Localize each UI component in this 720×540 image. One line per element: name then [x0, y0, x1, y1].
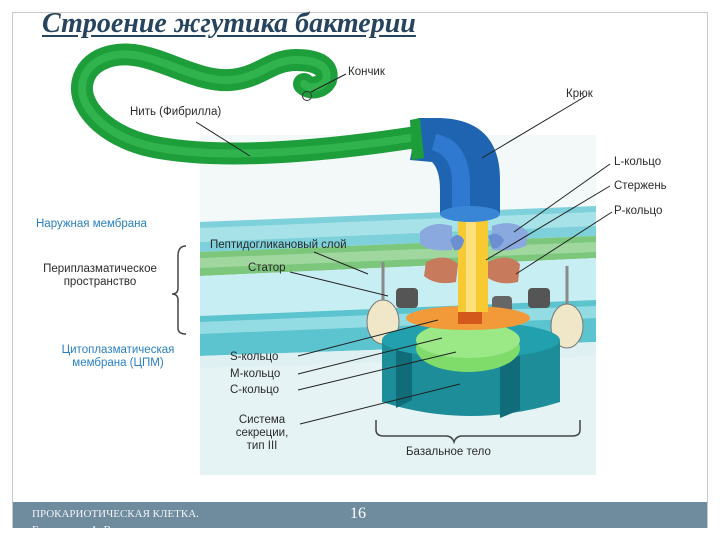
periplasm-bracket [171, 245, 187, 335]
label-p-ring: P-кольцо [614, 205, 663, 217]
l-ring-p-ring [420, 223, 528, 284]
label-secretion-line1: Система [238, 414, 286, 426]
label-outer-membrane: Наружная мембрана [36, 218, 147, 230]
label-periplasmic-line2: пространство [63, 276, 137, 288]
basal-body-bracket [375, 420, 581, 445]
label-cpm-line1: Цитоплазматическая [61, 344, 175, 356]
label-tip: Кончик [348, 66, 385, 78]
slide-footer [13, 502, 707, 528]
label-c-ring: C-кольцо [230, 384, 279, 396]
footer-author: Гарипулина А. В. [32, 524, 114, 528]
label-rod: Стержень [614, 180, 667, 192]
label-secretion-line2: секреции, [235, 427, 289, 439]
filament-tip [302, 91, 312, 101]
leader-lines [195, 73, 613, 425]
slide-title: Строение жгутика бактерии [42, 8, 416, 39]
hook [410, 118, 500, 222]
label-peptidoglycan: Пептидогликановый слой [210, 239, 347, 251]
label-basal-body: Базальное тело [406, 446, 491, 458]
label-filament: Нить (Фибрилла) [130, 106, 222, 118]
label-secretion-system: Система секреции, тип III [220, 414, 304, 453]
filament [71, 43, 424, 165]
page-number: 16 [350, 505, 366, 522]
footer-course-title: ПРОКАРИОТИЧЕСКАЯ КЛЕТКА. [32, 508, 199, 520]
label-stator: Статор [248, 262, 286, 274]
label-secretion-line3: тип III [246, 440, 278, 452]
label-periplasmic-space: Периплазматическое пространство [24, 263, 176, 289]
label-s-ring: S-кольцо [230, 351, 279, 363]
label-periplasmic-line1: Периплазматическое [43, 263, 157, 275]
label-cpm-line2: мембрана (ЦПМ) [72, 357, 164, 369]
label-l-ring: L-кольцо [614, 156, 662, 168]
stator-units [366, 262, 584, 349]
label-hook: Крюк [566, 88, 593, 100]
label-m-ring: M-кольцо [230, 368, 281, 380]
label-cytoplasmic-membrane: Цитоплазматическая мембрана (ЦПМ) [40, 344, 196, 370]
